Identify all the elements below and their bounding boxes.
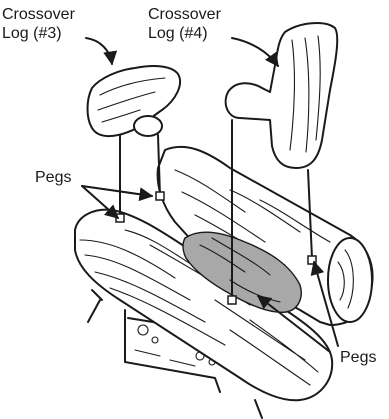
pegs-label-left: Pegs <box>35 168 71 187</box>
crossover-log-4 <box>226 23 338 168</box>
crossover-log-3-label-line2: Log (#3) <box>2 24 75 43</box>
crossover-log-3-label-line1: Crossover <box>2 5 75 24</box>
crossover-log-4-label-line2: Log (#4) <box>148 24 221 43</box>
crossover-log-3-label: Crossover Log (#3) <box>2 5 75 43</box>
crossover-log-3 <box>88 66 181 136</box>
crossover-log-4-label-line1: Crossover <box>148 5 221 24</box>
crossover-log-4-label: Crossover Log (#4) <box>148 5 221 43</box>
pegs-label-right: Pegs <box>340 348 376 367</box>
